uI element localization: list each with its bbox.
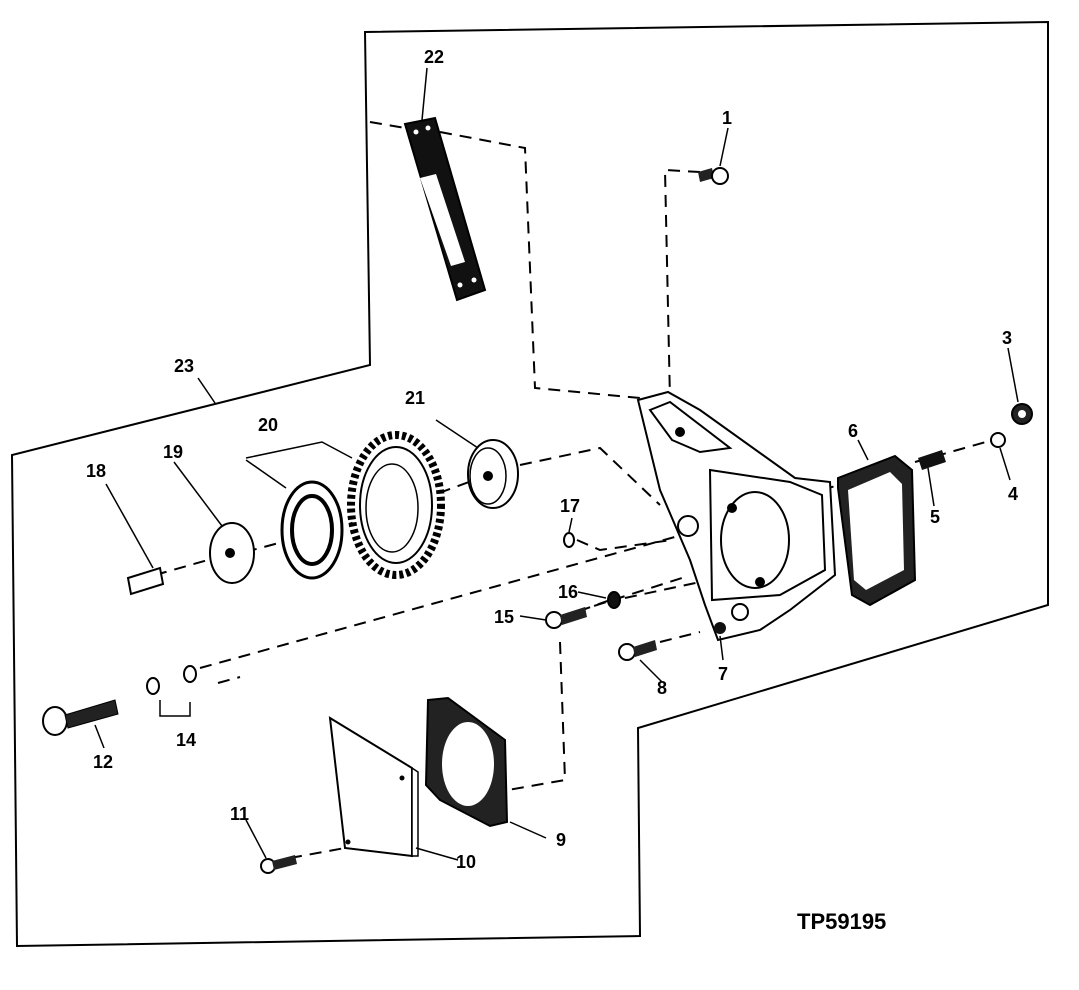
callout-23: 23 — [174, 356, 194, 376]
leader-lines — [94, 67, 1019, 861]
assembly-boundary — [10, 20, 1049, 948]
callout-1: 1 — [722, 108, 732, 128]
front-cover-housing — [636, 390, 837, 642]
callout-17: 17 — [560, 496, 580, 516]
figure-reference: TP59195 — [797, 909, 886, 934]
callout-7: 7 — [718, 664, 728, 684]
cap-screw-11 — [260, 855, 297, 874]
stud-12 — [42, 699, 119, 736]
callout-19: 19 — [163, 442, 183, 462]
callout-6: 6 — [848, 421, 858, 441]
cap-screw-15 — [545, 607, 587, 629]
cap-screw-8 — [618, 640, 657, 661]
callout-8: 8 — [657, 678, 667, 698]
washers-14 — [146, 665, 197, 695]
dowel-7 — [714, 622, 726, 634]
callout-10: 10 — [456, 852, 476, 872]
callout-9: 9 — [556, 830, 566, 850]
gasket-9 — [424, 696, 509, 828]
callout-12: 12 — [93, 752, 113, 772]
callout-14: 14 — [176, 730, 196, 750]
gasket-6 — [837, 454, 917, 607]
callout-16: 16 — [558, 582, 578, 602]
callout-20: 20 — [258, 415, 278, 435]
cover-plate-10 — [328, 716, 419, 858]
callout-21: 21 — [405, 388, 425, 408]
hub-21 — [467, 439, 519, 509]
bearing-20 — [280, 480, 344, 580]
cap-screw-1 — [698, 167, 729, 185]
callout-4: 4 — [1008, 484, 1018, 504]
callout-3: 3 — [1002, 328, 1012, 348]
callout-11: 11 — [230, 804, 249, 824]
callout-18: 18 — [86, 461, 106, 481]
washer-4 — [990, 432, 1006, 448]
fitting-3 — [1011, 403, 1033, 425]
bolt-5 — [918, 450, 946, 470]
gear-20 — [347, 431, 445, 579]
washer-17 — [563, 532, 575, 548]
gasket-strip-22 — [403, 116, 487, 302]
thrust-washer-19 — [209, 522, 255, 584]
washer-16 — [607, 591, 621, 609]
pin-18 — [126, 566, 165, 596]
callout-15: 15 — [494, 607, 514, 627]
callout-22: 22 — [424, 47, 444, 67]
callout-5: 5 — [930, 507, 940, 527]
